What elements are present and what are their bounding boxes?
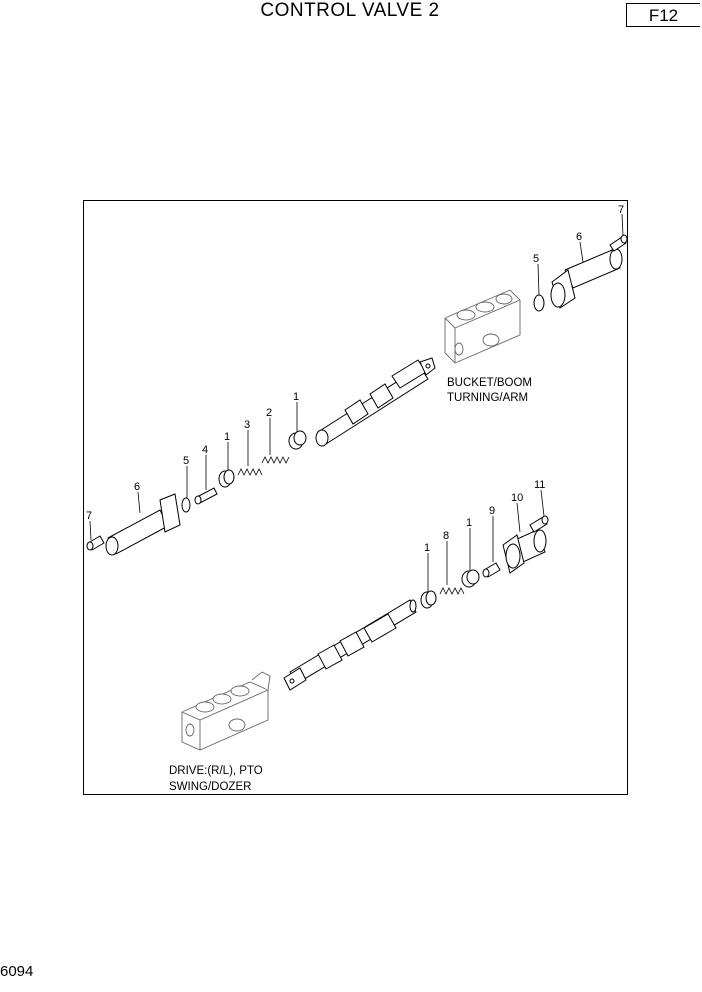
upper-caption-line2: TURNING/ARM [447, 392, 528, 404]
callout-lower-1-b: 1 [424, 542, 430, 554]
lower-spool [283, 599, 417, 691]
callout-upper-6-left: 6 [134, 481, 140, 493]
upper-right-o-ring [533, 294, 545, 312]
callout-upper-6-right: 6 [576, 231, 582, 243]
callout-lower-9: 9 [489, 505, 495, 517]
callout-upper-7-left: 7 [86, 510, 92, 522]
lower-cap-1-a [461, 569, 480, 588]
upper-pin-4 [194, 487, 218, 505]
upper-seat-1 [218, 469, 235, 488]
callout-upper-5-right: 5 [533, 253, 539, 265]
callout-upper-7-right: 7 [618, 204, 624, 216]
upper-leader-lines [89, 213, 624, 541]
callout-upper-5-left: 5 [183, 455, 189, 467]
callout-upper-1-b: 1 [224, 431, 230, 443]
upper-valve-block [444, 289, 521, 364]
diagram-frame [83, 200, 628, 795]
upper-left-cover [105, 493, 181, 556]
callout-upper-2: 2 [266, 407, 272, 419]
callout-upper-4: 4 [202, 444, 208, 456]
upper-right-bolt [609, 234, 628, 252]
upper-left-bolt [86, 535, 105, 551]
upper-cap-1 [288, 430, 307, 450]
lower-cover-10 [502, 529, 547, 574]
lower-seat-1-b [420, 590, 437, 609]
callout-upper-1-a: 1 [293, 391, 299, 403]
upper-spool [315, 357, 436, 447]
upper-right-cover [550, 248, 623, 309]
callout-lower-8: 8 [443, 530, 449, 542]
callout-lower-1-a: 1 [466, 517, 472, 529]
callout-lower-10: 10 [511, 492, 523, 504]
upper-left-o-ring [181, 497, 191, 513]
lower-spring-8 [439, 587, 465, 595]
lower-bolt-11 [529, 515, 549, 533]
upper-caption-line1: BUCKET/BOOM [447, 377, 532, 389]
lower-caption-line2: SWING/DOZER [169, 781, 251, 793]
lower-leader-lines [427, 489, 545, 592]
callout-lower-11: 11 [534, 479, 545, 491]
page-title: CONTROL VALVE 2 [260, 0, 440, 21]
lower-valve-block [181, 671, 271, 751]
page-number: 6094 [0, 963, 34, 980]
figure-code: F12 [626, 3, 700, 27]
upper-spring-2 [261, 456, 290, 464]
lower-bolt-9 [482, 562, 501, 578]
upper-spring-3 [237, 468, 263, 476]
lower-caption-line1: DRIVE:(R/L), PTO [169, 765, 263, 777]
callout-upper-3: 3 [244, 419, 250, 431]
